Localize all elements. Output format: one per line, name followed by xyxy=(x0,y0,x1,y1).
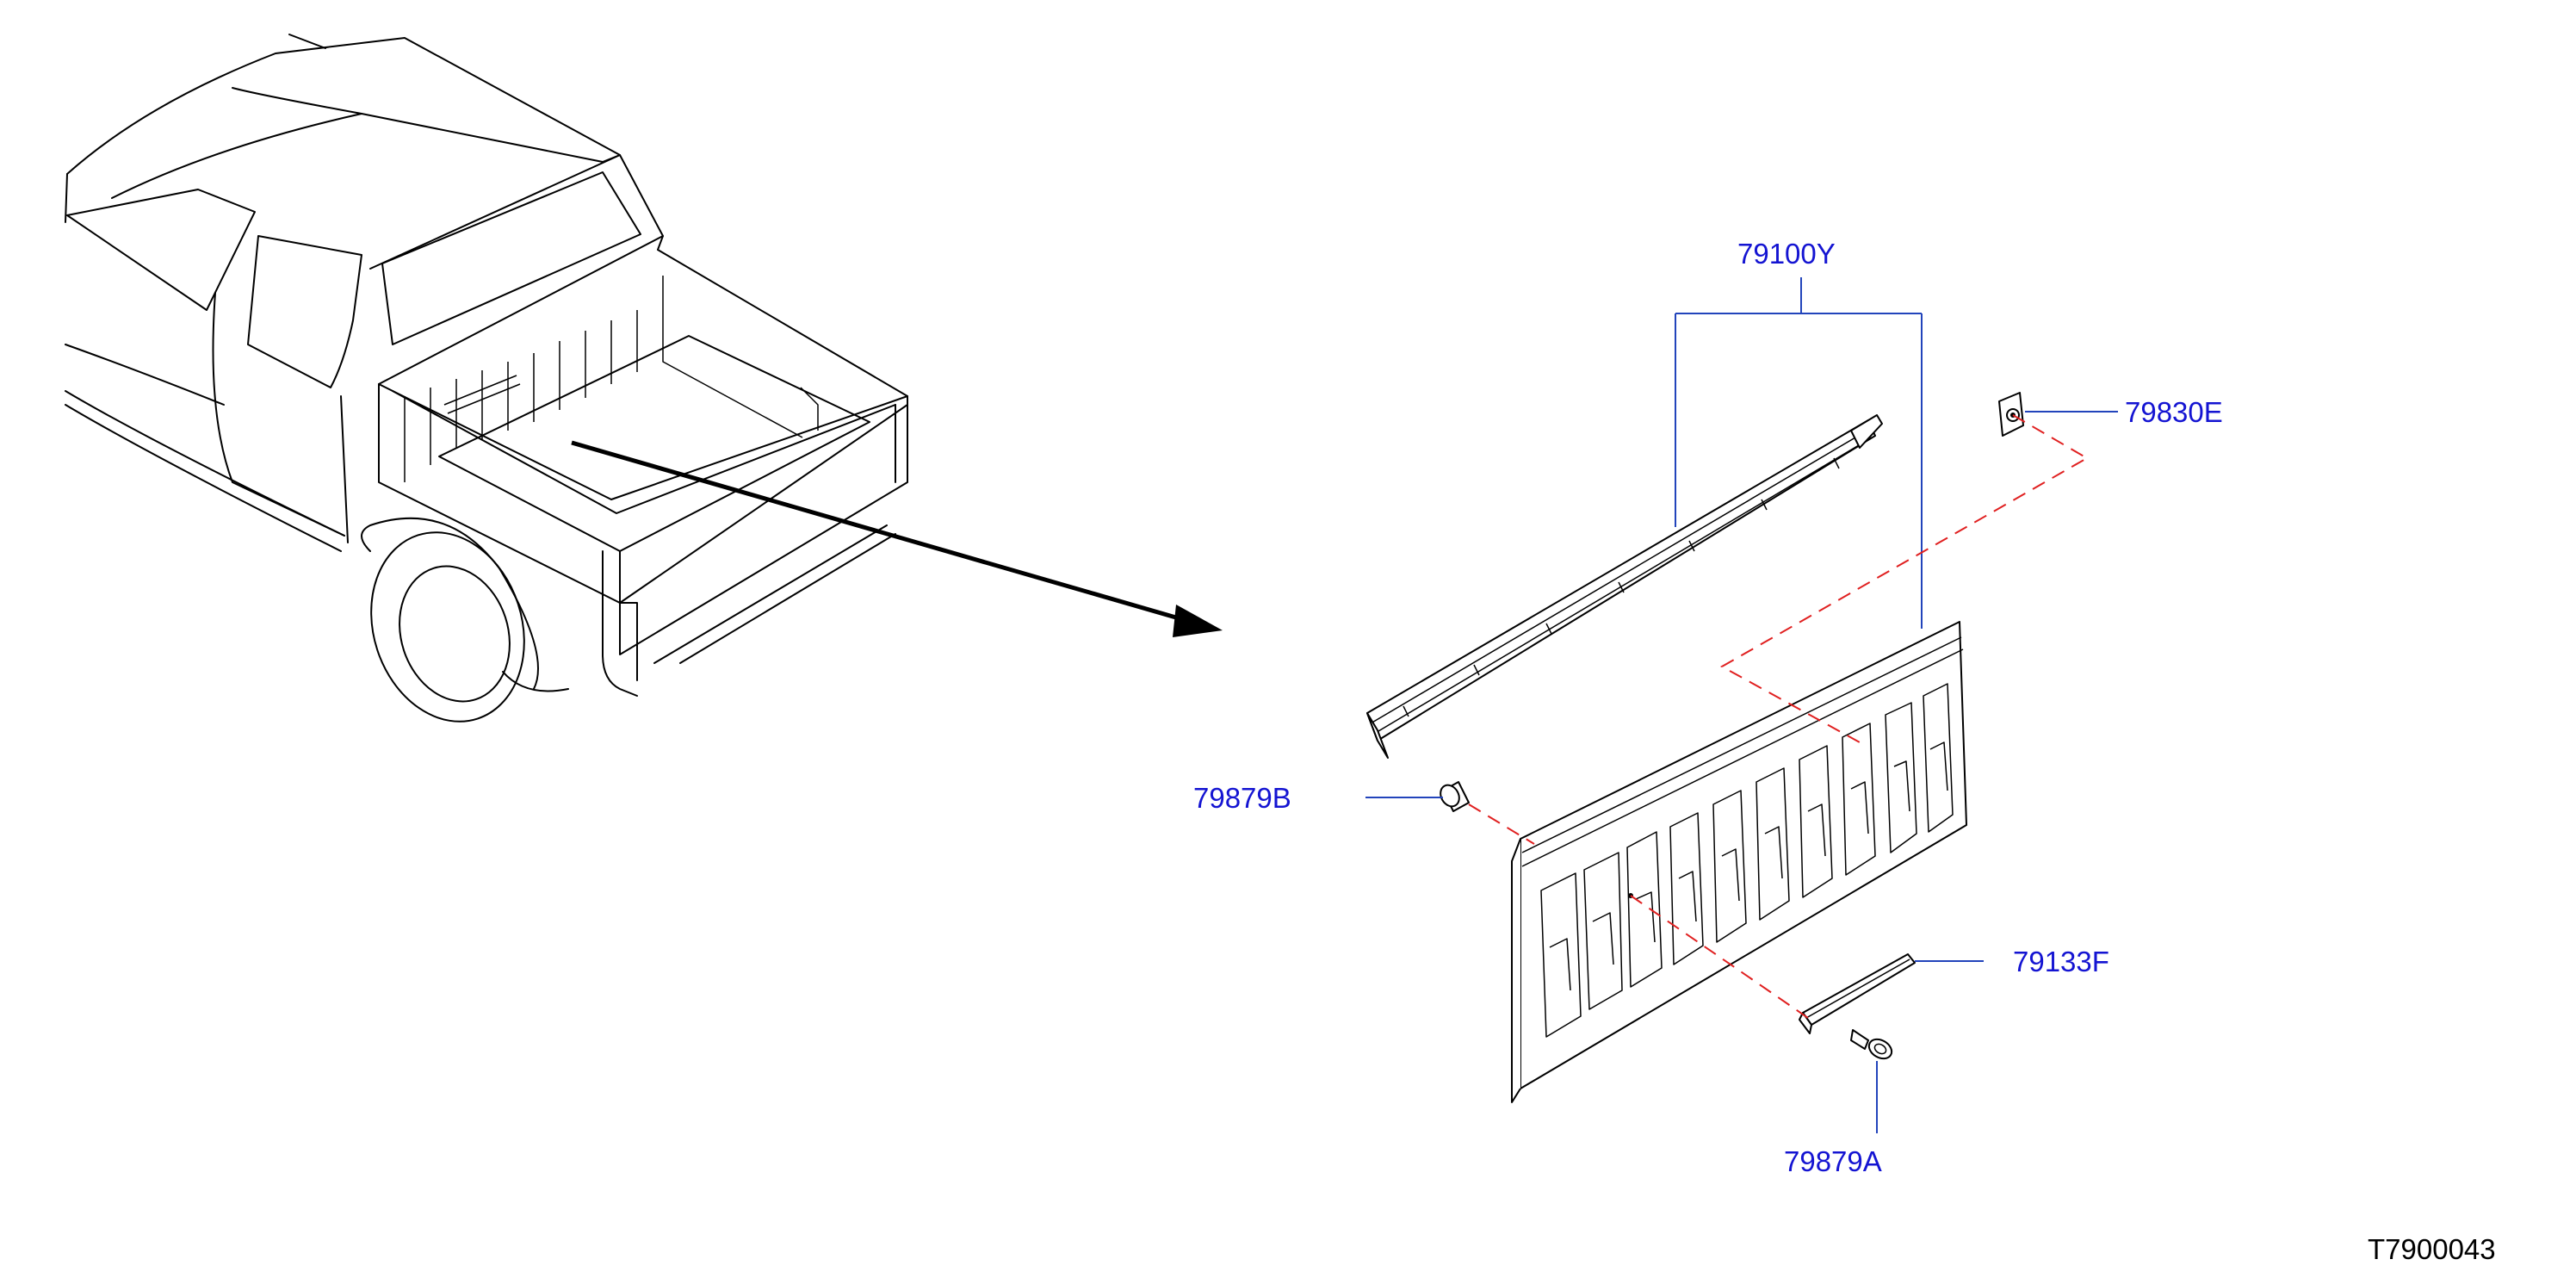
callout-79100Y[interactable]: 79100Y xyxy=(1737,238,1836,270)
callout-79879A[interactable]: 79879A xyxy=(1784,1145,1882,1177)
bracket-part[interactable] xyxy=(1799,953,1916,1034)
assembly-guides xyxy=(1468,414,2090,1019)
diagram-reference-code: T7900043 xyxy=(2368,1233,2496,1265)
detail-arrow xyxy=(571,440,1223,637)
tailgate-panel[interactable] xyxy=(1511,621,1967,1103)
callout-79830E[interactable]: 79830E xyxy=(2125,396,2223,428)
callout-79133F[interactable]: 79133F xyxy=(2013,946,2109,977)
leader-lines xyxy=(1365,277,2118,1133)
tailgate-trim-strip[interactable] xyxy=(1366,414,1883,759)
bolt-part[interactable] xyxy=(1850,1029,1895,1063)
spacer-part[interactable] xyxy=(1437,781,1470,812)
callout-79879B[interactable]: 79879B xyxy=(1193,782,1291,814)
clip-part[interactable] xyxy=(1998,392,2024,437)
pickup-truck-illustration xyxy=(65,34,908,723)
